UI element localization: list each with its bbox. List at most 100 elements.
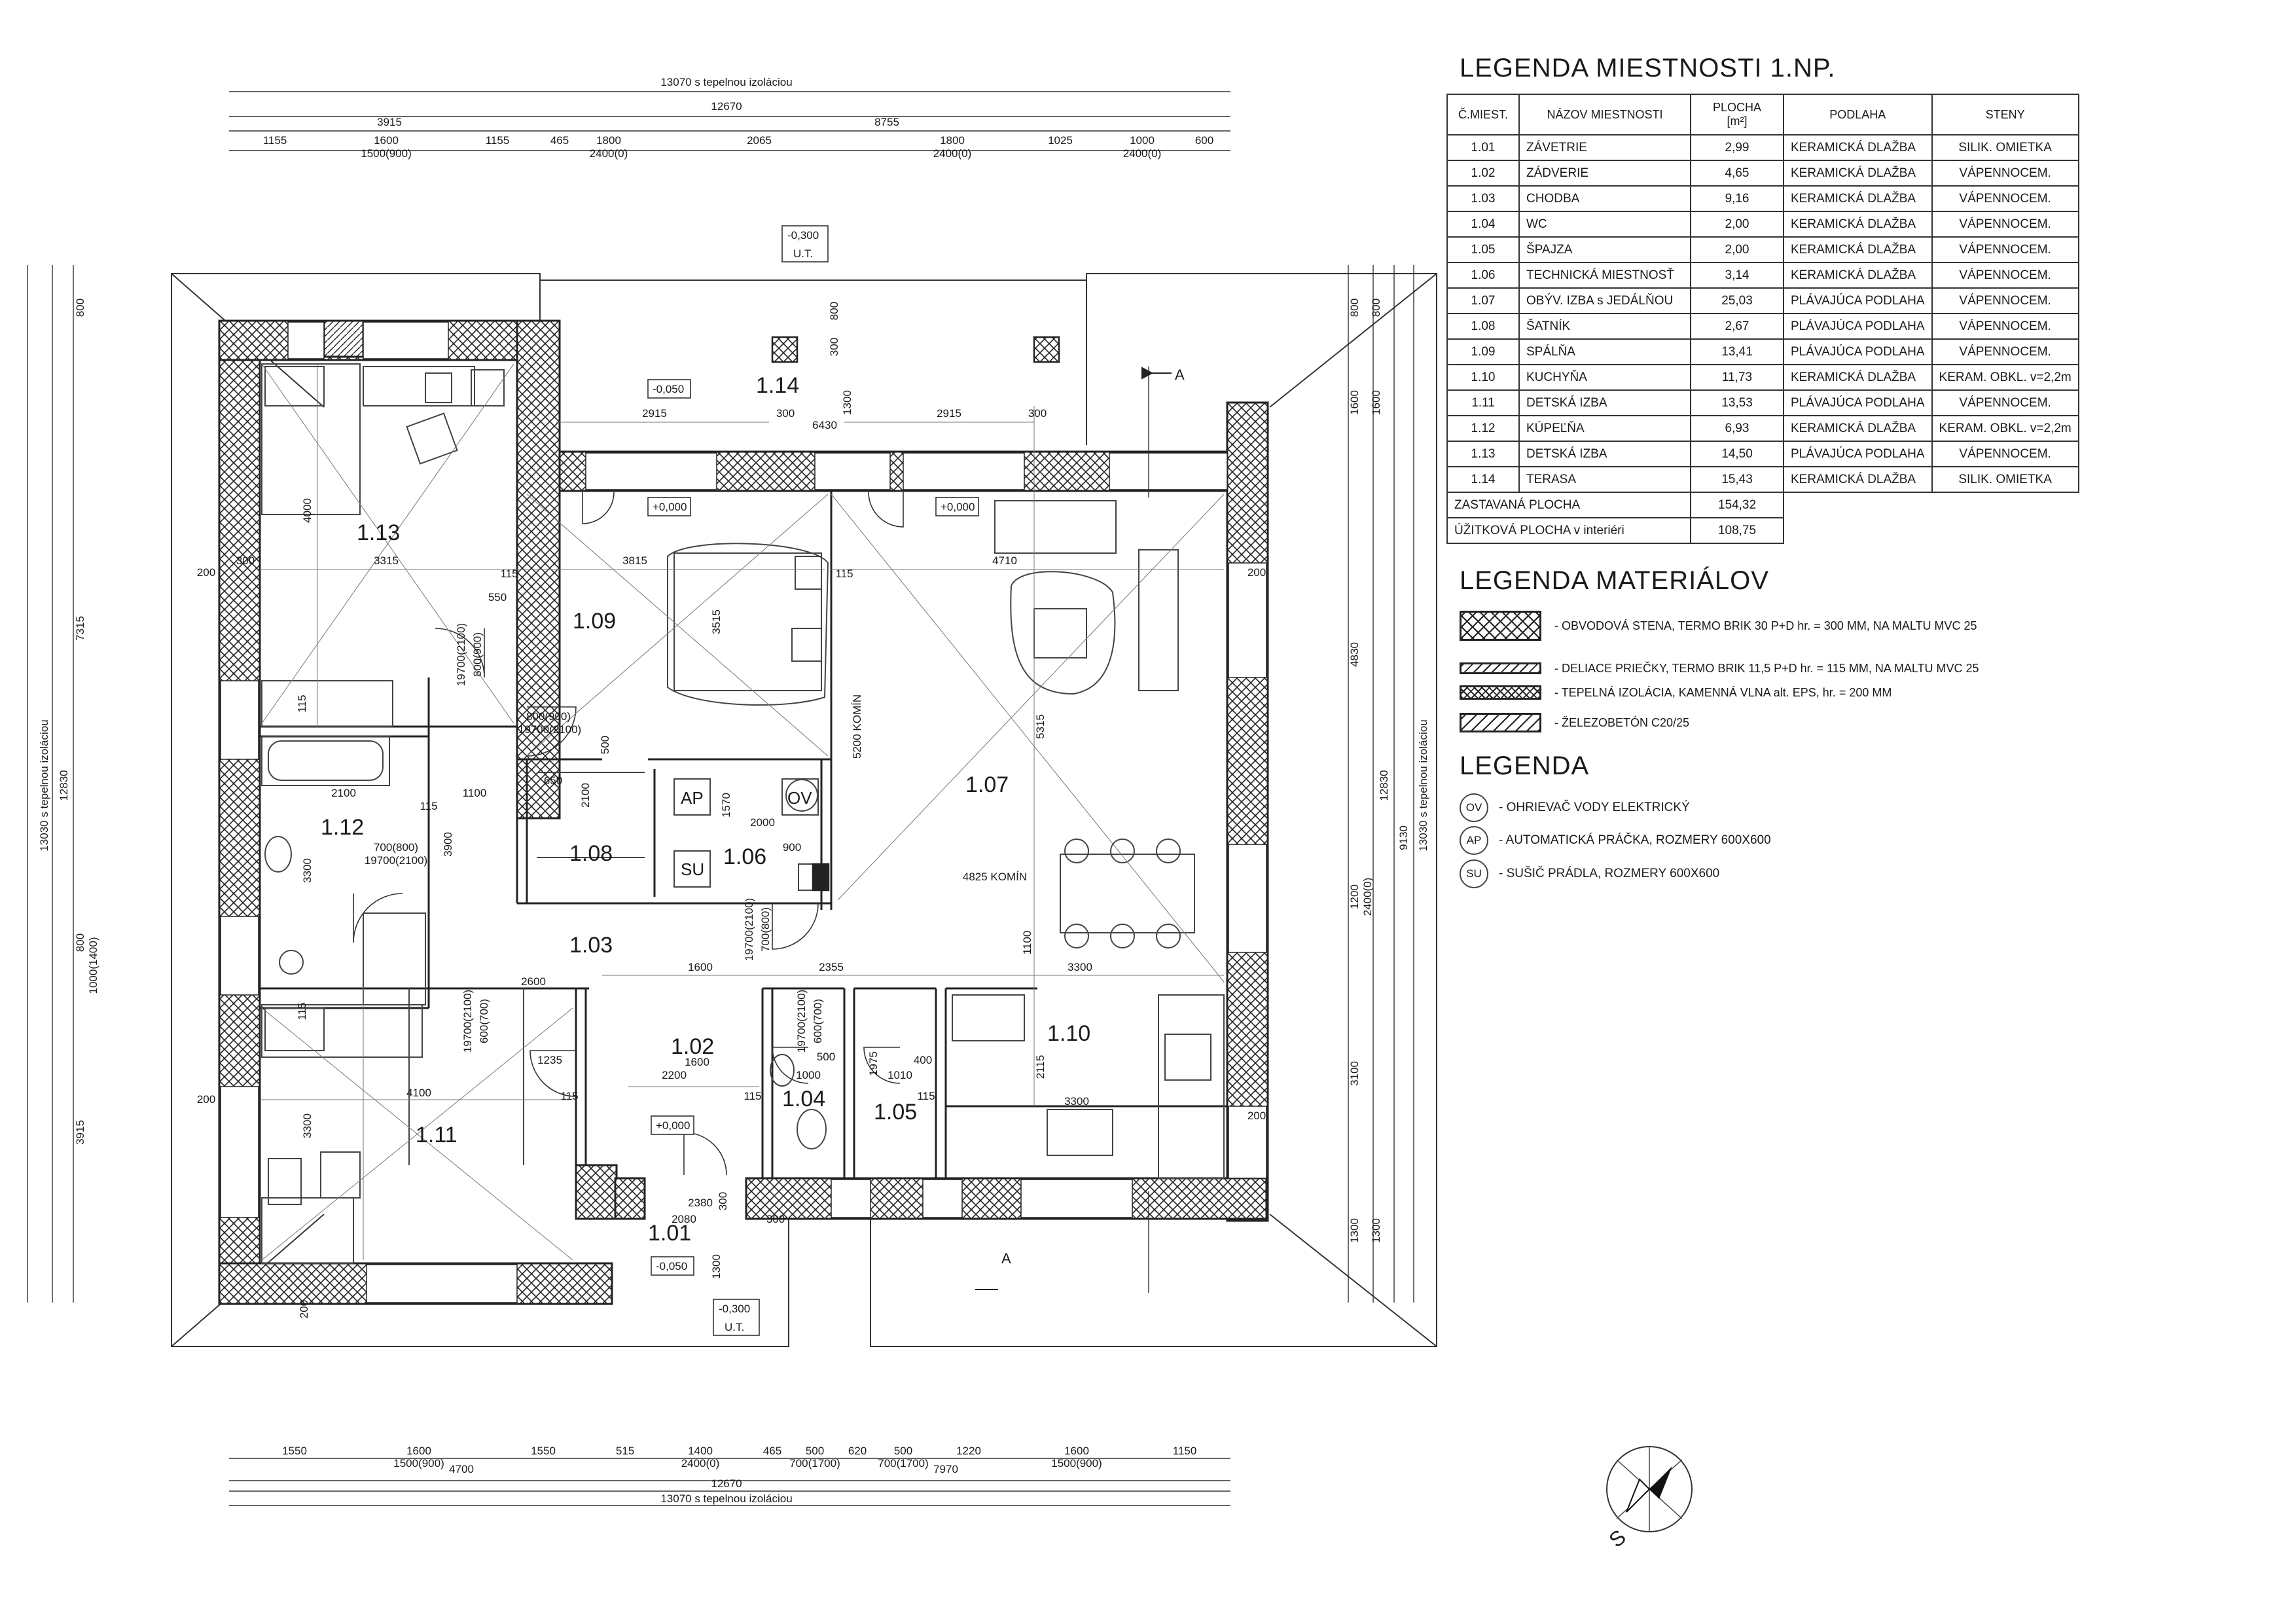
cell-floor: PLÁVAJÚCA PODLAHA (1783, 441, 1933, 467)
su-symbol-icon: SU (1460, 859, 1488, 888)
dim-text: 500 (894, 1445, 912, 1457)
legend-rooms-title: LEGENDA MIESTNOSTI 1.NP. (1460, 54, 1836, 82)
level-text: -0,050 (656, 1260, 687, 1272)
dim-text: 800 (1348, 298, 1361, 317)
rooms-table: Č.MIEST. NÁZOV MIESTNOSTI PLOCHA [m²] PO… (1446, 94, 2079, 544)
cell-num: 1.12 (1446, 415, 1520, 442)
cell-num: 1.09 (1446, 338, 1520, 365)
cell-name: DETSKÁ IZBA (1518, 389, 1691, 416)
cell-area: 4,65 (1690, 160, 1784, 187)
dim-text: 115 (420, 800, 437, 812)
room-label: 1.12 (321, 815, 364, 840)
cell-area: 6,93 (1690, 415, 1784, 442)
cell-num: 1.04 (1446, 211, 1520, 238)
room-label: 1.09 (573, 609, 616, 634)
dim-text: 3815 (622, 554, 647, 567)
interior-walls (260, 491, 1227, 1178)
cell-walls: VÁPENNOCEM. (1931, 185, 2079, 212)
dim-text: 500 (599, 736, 611, 754)
dim-text: 1155 (486, 134, 510, 147)
dim-text: 700(800) (759, 907, 772, 952)
total-label: ÚŽITKOVÁ PLOCHA v interiéri (1446, 517, 1691, 544)
dim-text: 3900 (442, 832, 454, 857)
cell-floor: KERAMICKÁ DLAŽBA (1783, 415, 1933, 442)
cell-num: 1.13 (1446, 441, 1520, 467)
material-partition: - DELIACE PRIEČKY, TERMO BRIK 11,5 P+D h… (1460, 658, 1979, 679)
cell-area: 13,53 (1690, 389, 1784, 416)
dim-text: 12670 (711, 100, 742, 113)
cell-name: KÚPEĽŇA (1518, 415, 1691, 442)
dim-text: 12670 (711, 1477, 742, 1490)
dim-text: 4825 KOMÍN (963, 871, 1027, 883)
col-number: Č.MIEST. (1446, 94, 1520, 135)
level-text: -0,300 (719, 1303, 750, 1315)
legend-symbols-title: LEGENDA (1460, 751, 1590, 780)
dim-text: 2100 (331, 787, 356, 799)
dim-text: 5315 (1034, 714, 1047, 739)
dim-text: 3315 (374, 554, 399, 567)
level-text: +0,000 (653, 501, 687, 513)
ov-symbol-icon: OV (1460, 793, 1488, 822)
insulation-swatch (1460, 685, 1541, 700)
dim-text: 800(900) (471, 632, 484, 677)
material-concrete: - ŽELEZOBETÓN C20/25 (1460, 712, 1689, 733)
total-value: 108,75 (1690, 517, 1784, 544)
top-dimension-texts: 13070 s tepelnou izoláciou 12670 3915 87… (263, 76, 1213, 160)
cell-area: 14,50 (1690, 441, 1784, 467)
partition-swatch (1460, 662, 1541, 674)
dim-text: 1800 (940, 134, 965, 147)
dim-text: 300 (776, 407, 795, 420)
dim-text: 7970 (933, 1463, 958, 1475)
room-label: 1.07 (965, 772, 1009, 797)
dim-text: 200 (1247, 566, 1266, 579)
dim-text: 400 (914, 1054, 932, 1066)
room-label: 1.02 (671, 1034, 714, 1059)
dim-text: 200 (1247, 1110, 1266, 1122)
room-labels: 1.13 1.14 1.09 1.07 1.12 1.08 1.06 1.03 … (321, 373, 1090, 1246)
cell-walls: VÁPENNOCEM. (1931, 441, 2079, 467)
dim-text: 2400(0) (681, 1457, 720, 1470)
dim-text: 2915 (937, 407, 961, 420)
cell-num: 1.02 (1446, 160, 1520, 187)
dim-text: 9130 (1397, 825, 1410, 850)
dim-text: 1975 (867, 1051, 880, 1076)
cell-floor: KERAMICKÁ DLAŽBA (1783, 185, 1933, 212)
dim-text: 200 (197, 1093, 215, 1106)
dim-text: 800 (828, 302, 840, 320)
dim-text: 4830 (1348, 642, 1361, 667)
north-arrow-icon: S (1604, 1446, 1693, 1551)
level-texts: -0,300 U.T. -0,050 +0,000 +0,000 +0,000 … (653, 229, 975, 1333)
room-label: 1.04 (782, 1087, 825, 1111)
dim-text: 300 (828, 338, 840, 356)
dim-text: 1400 (688, 1445, 713, 1457)
dim-text: 2600 (521, 975, 546, 988)
col-floor: PODLAHA (1783, 94, 1933, 135)
dim-text: 13030 s tepelnou izoláciou (38, 719, 50, 851)
dim-text: 1600 (1370, 390, 1382, 415)
cell-walls: VÁPENNOCEM. (1931, 389, 2079, 416)
cell-floor: KERAMICKÁ DLAŽBA (1783, 466, 1933, 493)
room-label: 1.08 (569, 841, 613, 866)
dimension-lines (27, 91, 1414, 1506)
dim-text: 1570 (720, 793, 732, 818)
dim-text: 465 (550, 134, 569, 147)
concrete-swatch (1460, 713, 1541, 732)
dim-text: 1500(900) (361, 147, 412, 160)
cell-walls: VÁPENNOCEM. (1931, 287, 2079, 314)
level-text: -0,300 (787, 229, 819, 242)
dim-text: 3915 (74, 1120, 86, 1145)
dim-text: 13070 s tepelnou izoláciou (660, 76, 792, 88)
dim-text: 4700 (449, 1463, 474, 1475)
dim-text: 115 (917, 1090, 935, 1102)
dim-text: 3300 (301, 858, 314, 883)
dim-text: 1235 (537, 1054, 562, 1066)
cell-num: 1.11 (1446, 389, 1520, 416)
dim-text: 1000 (1130, 134, 1155, 147)
dim-text: 1300 (841, 390, 853, 415)
dim-text: 3100 (1348, 1061, 1361, 1086)
